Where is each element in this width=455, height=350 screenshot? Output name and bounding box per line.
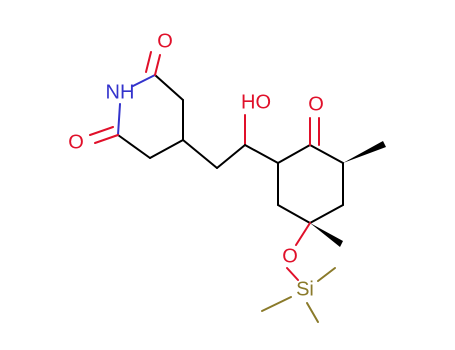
bond	[216, 144, 246, 169]
bond	[277, 204, 311, 224]
bond	[149, 139, 184, 159]
double-bond	[94, 134, 119, 144]
bond	[261, 296, 292, 312]
oxygen-label: O	[157, 30, 173, 52]
bond	[309, 204, 344, 224]
bond	[317, 267, 336, 282]
ketone-oxygen-label: O	[308, 93, 324, 115]
bond	[295, 222, 311, 246]
bond	[117, 103, 121, 136]
bond	[154, 74, 184, 101]
double-bond	[145, 51, 152, 73]
bond	[277, 144, 311, 164]
bond	[182, 139, 218, 169]
double-bond	[154, 54, 161, 76]
bond	[132, 74, 156, 87]
ether-oxygen-label: O	[282, 245, 298, 267]
wedge-bond	[310, 223, 343, 247]
bond	[117, 134, 151, 159]
bond	[286, 267, 299, 281]
nitrogen-label: NH	[106, 81, 135, 103]
bond	[306, 302, 319, 323]
bond	[244, 144, 279, 164]
wedge-bond	[343, 141, 386, 163]
bond	[309, 144, 344, 164]
oxygen-label: O	[68, 131, 84, 153]
double-bond	[89, 126, 114, 136]
hydroxyl-label: HO	[241, 91, 271, 113]
silicon-label: Si	[296, 278, 314, 300]
